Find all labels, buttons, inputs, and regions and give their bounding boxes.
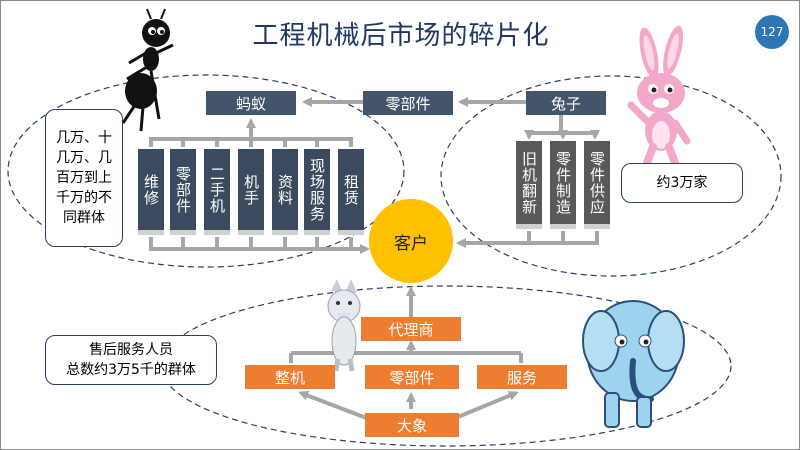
arrow-elephant-to-machine (298, 390, 370, 421)
ant-column-repair: 维修 (138, 149, 164, 235)
elephant-group-ellipse (160, 285, 732, 447)
elephant-node: 大象 (365, 413, 459, 437)
rabbit-node: 兔子 (526, 91, 606, 115)
ant-column-used-machine: 二手机 (204, 149, 230, 235)
rabbit-illustration (627, 25, 691, 167)
whole-machine-node: 整机 (245, 365, 335, 389)
elephant-illustration (582, 300, 685, 428)
rabbit-group-ellipse (440, 75, 782, 277)
ant-column-documents: 资料 (272, 149, 298, 235)
arrow-elephant-to-service (452, 391, 519, 421)
top-parts-node: 零部件 (363, 91, 453, 115)
dealer-node: 代理商 (361, 317, 461, 341)
rabbit-bracket-ticks (524, 130, 600, 140)
service-node: 服务 (477, 365, 567, 389)
ant-column-operator: 机手 (238, 149, 264, 235)
slide-title: 工程机械后市场的碎片化 (252, 21, 550, 51)
ant-illustration (121, 8, 174, 132)
ant-node: 蚂蚁 (206, 91, 296, 115)
bottom-parts-node: 零部件 (365, 365, 459, 389)
elephant-note: 售后服务人员 总数约3万5千的群体 (45, 335, 217, 385)
page-number-badge: 127 (755, 15, 789, 49)
ant-group-ellipse (7, 74, 405, 268)
ant-column-parts: 零部件 (170, 149, 196, 235)
rabbit-column-supply: 零件供应 (584, 141, 610, 229)
rabbit-column-manufacture: 零件制造 (550, 141, 576, 229)
ant-note: 几万、十几万、几百万到上千万的不同群体 (45, 109, 123, 247)
rabbit-note: 约3万家 (621, 163, 743, 203)
ant-bracket-ticks (149, 139, 353, 147)
wolf-illustration (327, 279, 361, 372)
ant-column-field-service: 现场服务 (304, 149, 330, 235)
ant-column-rental: 租赁 (338, 149, 364, 235)
customer-node: 客户 (369, 199, 453, 283)
rabbit-column-refurbish: 旧机翻新 (516, 141, 542, 229)
